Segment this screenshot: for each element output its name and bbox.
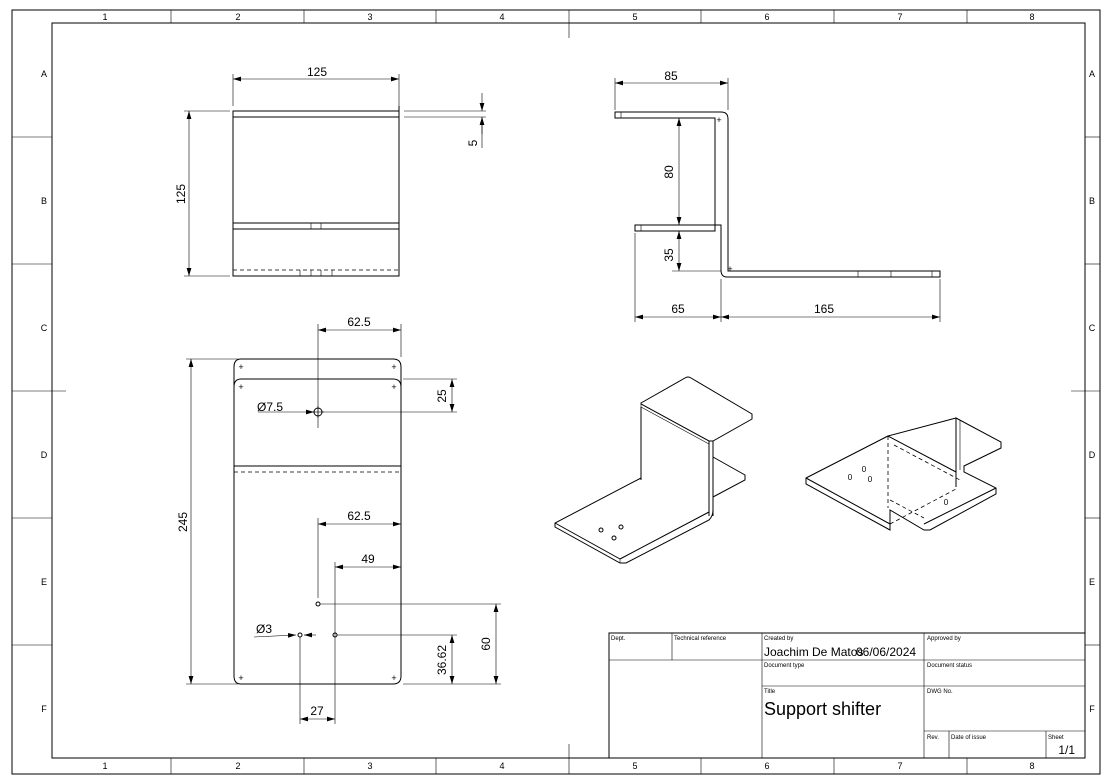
- side-view-dimensions: 85 80 35 65 165: [614, 69, 941, 322]
- row-label: A: [1089, 69, 1095, 79]
- col-label: 6: [764, 761, 769, 771]
- col-label: 5: [632, 12, 637, 22]
- row-label: B: [1089, 196, 1095, 206]
- col-label: 1: [102, 12, 107, 22]
- col-label: 4: [499, 12, 504, 22]
- rev-label: Rev.: [927, 735, 939, 741]
- svg-text:0: 0: [862, 465, 867, 474]
- col-label: 7: [897, 12, 902, 22]
- col-label: 2: [235, 12, 240, 22]
- isometric-view-bottom: 0 0 0 0: [805, 417, 1002, 531]
- doc-type-label: Document type: [764, 663, 805, 669]
- svg-text:+: +: [391, 362, 396, 372]
- title-label: Title: [764, 689, 776, 695]
- sheet-number: 1/1: [1058, 743, 1075, 757]
- top-view-dimensions: 125 125 5: [174, 65, 485, 277]
- col-label: 7: [897, 761, 902, 771]
- side-view: + +: [614, 111, 941, 278]
- row-label: C: [41, 323, 48, 333]
- row-label: B: [41, 196, 47, 206]
- dim-hole-dia-large: Ø7.5: [257, 400, 283, 414]
- svg-text:+: +: [391, 382, 396, 392]
- dim-upper-height: 80: [662, 165, 676, 179]
- row-label: D: [41, 450, 48, 460]
- svg-text:+: +: [727, 264, 732, 274]
- isometric-view-front: [554, 376, 753, 564]
- column-labels-top: 1 2 3 4 5 6 7 8: [102, 12, 1034, 22]
- col-label: 5: [632, 761, 637, 771]
- dim-overall-height: 245: [176, 512, 190, 532]
- dim-hole-y-60: 60: [479, 637, 493, 651]
- svg-text:0: 0: [848, 473, 853, 482]
- column-labels-bottom: 1 2 3 4 5 6 7 8: [102, 761, 1034, 771]
- title-block: Dept. Technical reference Created by Joa…: [608, 632, 1086, 759]
- svg-text:+: +: [716, 115, 721, 125]
- row-label: A: [41, 69, 47, 79]
- dim-top-flange: 85: [664, 69, 678, 83]
- dim-top-width: 125: [307, 65, 327, 79]
- svg-text:+: +: [238, 673, 243, 683]
- col-label: 4: [499, 761, 504, 771]
- dim-top-height: 125: [174, 184, 188, 204]
- drawing-title: Support shifter: [764, 699, 881, 719]
- row-label: D: [1089, 450, 1096, 460]
- dim-hole-y-upper: 25: [435, 389, 449, 403]
- col-label: 8: [1029, 761, 1034, 771]
- row-label: F: [1089, 704, 1095, 714]
- row-labels-left: A B C D E F: [41, 69, 48, 714]
- col-label: 1: [102, 761, 107, 771]
- date-of-issue-label: Date of issue: [951, 735, 987, 741]
- col-label: 8: [1029, 12, 1034, 22]
- dim-hole-offset: 49: [361, 552, 375, 566]
- col-label: 2: [235, 761, 240, 771]
- approved-by-label: Approved by: [927, 636, 961, 642]
- dim-thickness: 5: [466, 139, 480, 146]
- top-view: [232, 106, 486, 277]
- row-label: E: [1089, 577, 1095, 587]
- col-label: 3: [367, 761, 372, 771]
- row-label: C: [1089, 323, 1096, 333]
- row-label: F: [41, 704, 47, 714]
- col-label: 3: [367, 12, 372, 22]
- tech-ref-label: Technical reference: [674, 636, 727, 642]
- svg-text:0: 0: [944, 498, 949, 507]
- dim-base-length: 165: [814, 302, 834, 316]
- created-by-label: Created by: [764, 636, 793, 642]
- svg-text:+: +: [391, 673, 396, 683]
- dim-hole-x-27: 27: [310, 704, 324, 718]
- dim-hole-x-upper: 62.5: [347, 315, 371, 329]
- dim-hole-y-3662: 36.62: [435, 645, 449, 675]
- flat-pattern-view: + + + + + +: [233, 358, 402, 685]
- doc-status-label: Document status: [927, 663, 972, 669]
- col-label: 6: [764, 12, 769, 22]
- dim-left-flange: 65: [671, 302, 685, 316]
- author-name: Joachim De Matos: [764, 645, 863, 659]
- dwg-no-label: DWG No.: [927, 689, 953, 695]
- svg-text:+: +: [238, 362, 243, 372]
- svg-text:0: 0: [868, 475, 873, 484]
- row-labels-right: A B C D E F: [1089, 69, 1096, 714]
- drawing-frame: [11, 9, 1101, 775]
- sheet-label: Sheet: [1048, 735, 1064, 741]
- dim-hole-dia-small: Ø3: [256, 622, 272, 636]
- dim-hole-x-lower: 62.5: [347, 509, 371, 523]
- dim-lower-height: 35: [662, 248, 676, 262]
- svg-text:+: +: [238, 382, 243, 392]
- flat-pattern-dimensions: 62.5 Ø7.5 25 245 62.5 49 Ø3 60 36.62 27: [176, 315, 501, 724]
- row-label: E: [41, 577, 47, 587]
- dept-label: Dept.: [611, 636, 626, 642]
- created-date: 06/06/2024: [856, 645, 916, 659]
